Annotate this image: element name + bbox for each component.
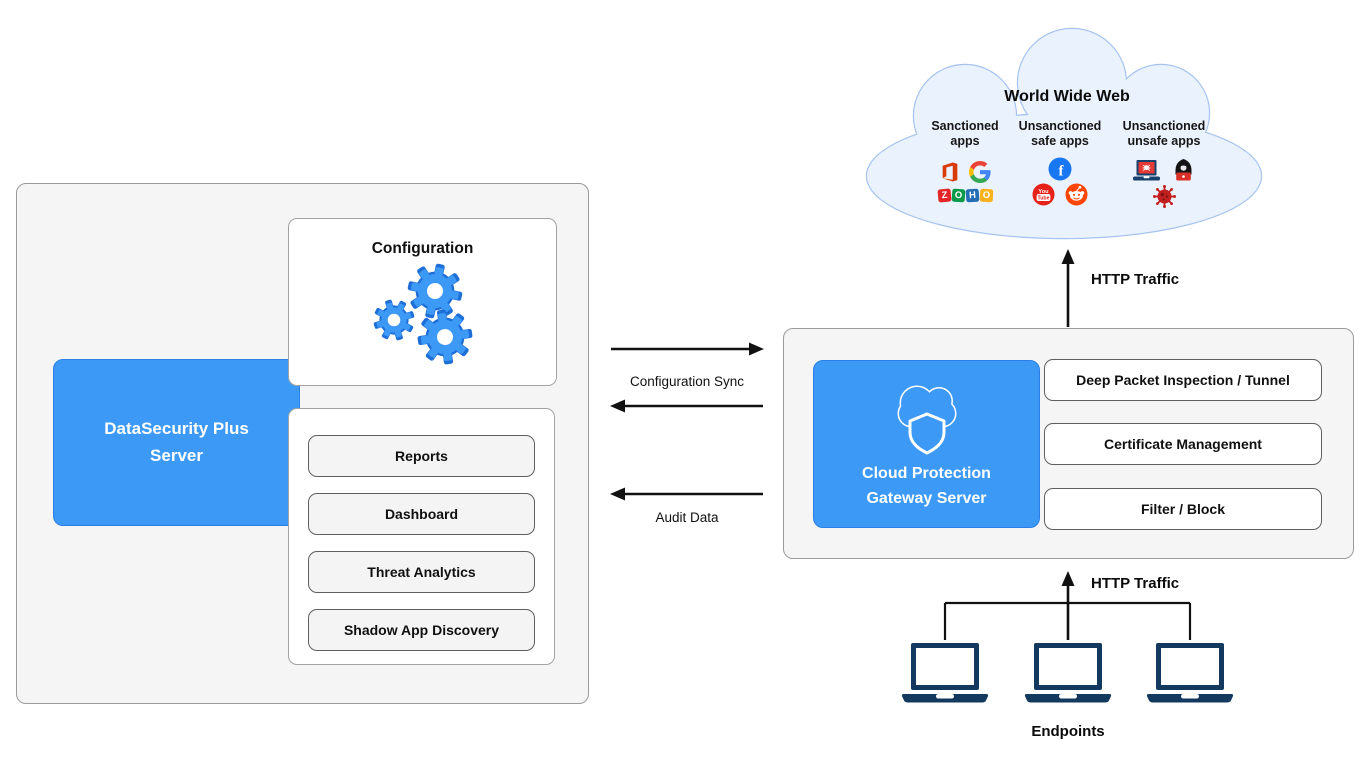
virus-icon	[1152, 185, 1176, 208]
endpoint-laptop-icon	[1024, 643, 1112, 703]
sanctioned-apps-label: Sanctioned apps	[931, 119, 999, 148]
datasecurity-server-label: DataSecurity Plus Server	[104, 419, 249, 465]
unsanctioned-unsafe-apps-group: Unsanctioned unsafe apps	[1112, 119, 1216, 209]
certificate-management-button: Certificate Management	[1044, 423, 1322, 465]
youtube-icon: You Tube	[1032, 183, 1055, 206]
deep-packet-inspection-label: Deep Packet Inspection / Tunnel	[1076, 372, 1290, 388]
configuration-title: Configuration	[371, 240, 474, 257]
cloud-shield-icon	[897, 385, 956, 455]
zoho-icon: Z O H O	[915, 188, 1015, 203]
threat-analytics-button: Threat Analytics	[308, 551, 535, 593]
unsanctioned-safe-apps-group: Unsanctioned safe apps f You Tube	[1008, 119, 1112, 206]
http-traffic-bottom-label: HTTP Traffic	[1091, 575, 1180, 592]
reports-button: Reports	[308, 435, 535, 477]
configuration-box: Configuration	[288, 218, 557, 386]
google-icon	[969, 161, 991, 183]
filter-block-button: Filter / Block	[1044, 488, 1322, 530]
youtube-text-top: You	[1038, 189, 1049, 195]
http-traffic-top-label: HTTP Traffic	[1091, 271, 1180, 288]
zoho-letter-h: H	[965, 188, 979, 203]
zoho-letter-z: Z	[936, 188, 952, 203]
malware-laptop-icon	[1133, 159, 1160, 180]
gears-icon	[365, 260, 476, 368]
dashboard-button: Dashboard	[308, 493, 535, 535]
gateway-server-label: Cloud Protection Gateway Server	[862, 465, 991, 507]
filter-block-label: Filter / Block	[1140, 501, 1226, 517]
certificate-management-label: Certificate Management	[1104, 436, 1262, 452]
endpoint-laptop-icon	[1146, 643, 1234, 703]
datasecurity-server-box: DataSecurity Plus Server	[53, 359, 300, 526]
zoho-letter-o2: O	[979, 188, 993, 203]
youtube-text-bottom: Tube	[1037, 195, 1049, 201]
office-icon	[942, 162, 958, 182]
threat-analytics-label: Threat Analytics	[367, 564, 476, 580]
gateway-panel: Cloud Protection Gateway Server Deep Pac…	[783, 328, 1354, 559]
www-cloud-title: World Wide Web	[1004, 88, 1130, 105]
facebook-letter: f	[1059, 164, 1065, 180]
audit-data-label: Audit Data	[655, 510, 719, 525]
hacker-icon	[1175, 159, 1192, 181]
deep-packet-inspection-button: Deep Packet Inspection / Tunnel	[1044, 359, 1322, 401]
gateway-server-box: Cloud Protection Gateway Server	[813, 360, 1040, 528]
endpoints-label: Endpoints	[1031, 723, 1105, 740]
unsanctioned-safe-apps-label: Unsanctioned safe apps	[1018, 119, 1102, 148]
shadow-app-discovery-label: Shadow App Discovery	[343, 622, 500, 638]
sanctioned-apps-group: Sanctioned apps Z O H O	[915, 119, 1015, 203]
components-box: Reports Dashboard Threat Analytics Shado…	[288, 408, 555, 665]
configuration-sync-label: Configuration Sync	[629, 374, 745, 389]
datasecurity-panel: DataSecurity Plus Server Configuration	[16, 183, 589, 704]
dashboard-label: Dashboard	[384, 506, 459, 522]
facebook-icon: f	[1048, 157, 1072, 181]
unsanctioned-unsafe-apps-label: Unsanctioned unsafe apps	[1122, 119, 1206, 148]
reports-label: Reports	[395, 448, 448, 464]
shadow-app-discovery-button: Shadow App Discovery	[308, 609, 535, 651]
reddit-icon	[1065, 183, 1088, 206]
endpoint-laptop-icon	[901, 643, 989, 703]
zoho-letter-o1: O	[951, 188, 965, 203]
